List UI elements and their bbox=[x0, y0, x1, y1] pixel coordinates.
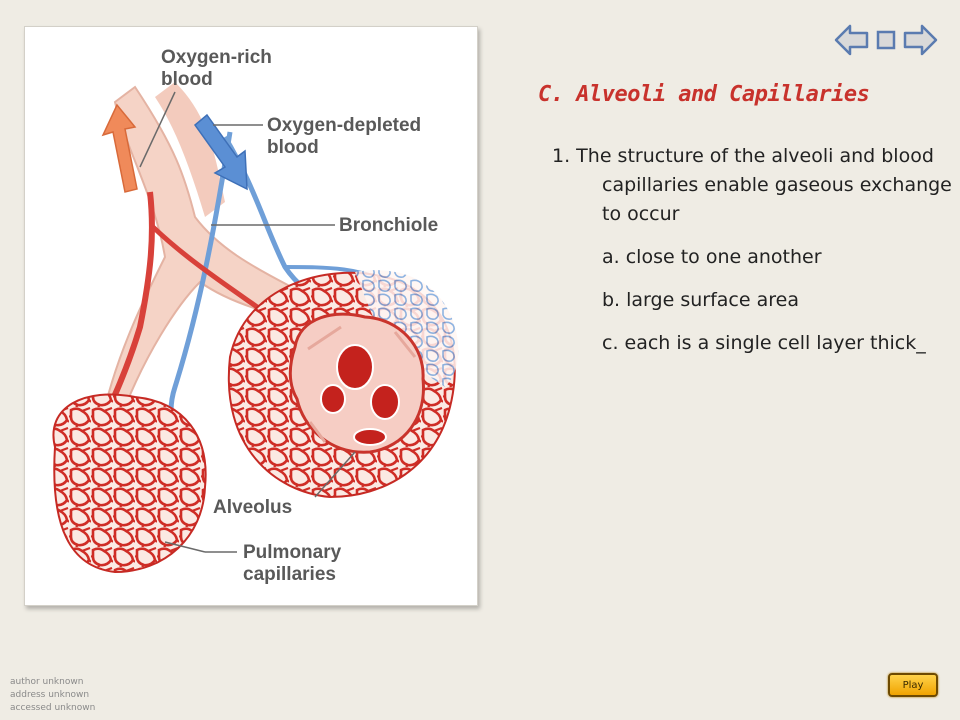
sub-point-c: c. each is a single cell layer thick_ bbox=[602, 332, 926, 354]
slide-title: C. Alveoli and Capillaries bbox=[538, 82, 870, 107]
label-alveolus: Alveolus bbox=[213, 497, 293, 518]
oxygen-depleted-arrow-icon bbox=[193, 113, 248, 191]
arrow-right-icon[interactable] bbox=[902, 22, 938, 58]
label-oxygen-rich: Oxygen-rich blood bbox=[161, 47, 272, 90]
play-button[interactable]: Play bbox=[888, 673, 938, 697]
sub-point-a: a. close to one another bbox=[602, 246, 822, 268]
label-bronchiole: Bronchiole bbox=[339, 215, 439, 236]
slide-navigation bbox=[834, 22, 938, 60]
arrow-left-icon[interactable] bbox=[834, 22, 870, 58]
alveolus-cross-section bbox=[288, 312, 425, 454]
attribution-author: author unknown bbox=[10, 677, 84, 687]
sub-point-b: b. large surface area bbox=[602, 289, 799, 311]
attribution-accessed: accessed unknown bbox=[10, 703, 96, 713]
attribution: author unknown address unknown accessed … bbox=[10, 676, 95, 715]
label-oxygen-depleted: Oxygen-depleted blood bbox=[267, 115, 422, 158]
figure-panel: Oxygen-rich blood Oxygen-depleted blood … bbox=[24, 26, 478, 606]
alveoli-diagram bbox=[52, 82, 459, 574]
square-stop-icon[interactable] bbox=[875, 29, 897, 51]
slide-content: 1. The structure of the alveoli and bloo… bbox=[552, 142, 952, 358]
label-pulmonary-capillaries: Pulmonary capillaries bbox=[243, 542, 342, 585]
attribution-address: address unknown bbox=[10, 690, 90, 700]
oxygen-rich-arrow-icon bbox=[101, 103, 138, 193]
point-1: 1. The structure of the alveoli and bloo… bbox=[552, 145, 952, 225]
